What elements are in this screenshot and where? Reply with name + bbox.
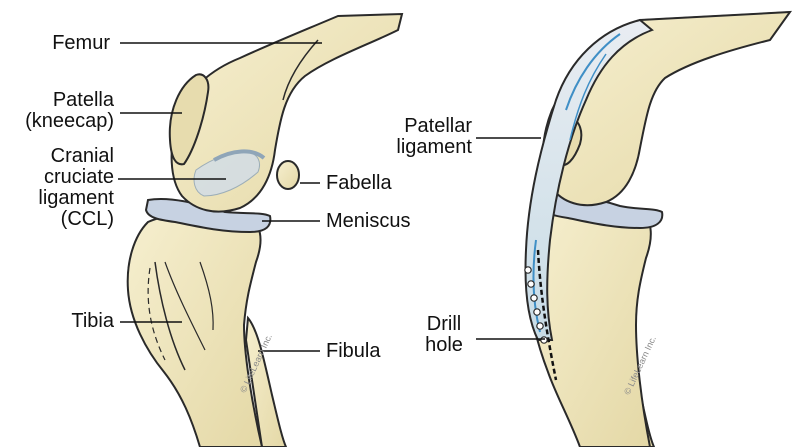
label-patella-line1: Patella [16,90,114,111]
label-ccl-line3: ligament [18,188,114,209]
label-drill-hole: Drill hole [414,314,474,356]
label-femur: Femur [28,33,110,54]
label-drill-hole-line2: hole [414,335,474,356]
label-patellar-ligament-line2: ligament [378,137,472,158]
label-fibula: Fibula [326,341,380,362]
label-fabella: Fabella [326,173,392,194]
label-ccl-line4: (CCL) [18,209,114,230]
label-patellar-ligament-line1: Patellar [378,116,472,137]
left-fabella [277,161,299,189]
label-ccl-line1: Cranial [18,146,114,167]
label-meniscus: Meniscus [326,211,410,232]
label-tibia: Tibia [40,311,114,332]
label-ccl-line2: cruciate [18,167,114,188]
label-patellar-ligament: Patellar ligament [378,116,472,158]
right-knee [525,12,790,447]
label-drill-hole-line1: Drill [414,314,474,335]
label-ccl: Cranial cruciate ligament (CCL) [18,146,114,230]
label-patella-line2: (kneecap) [16,111,114,132]
label-patella: Patella (kneecap) [16,90,114,132]
